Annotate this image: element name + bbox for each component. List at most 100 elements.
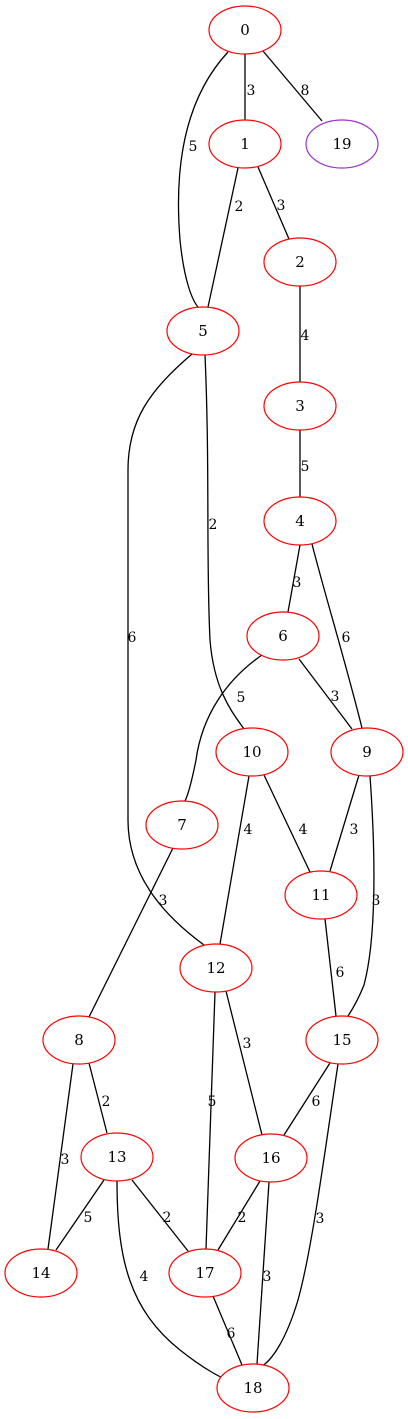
edge-weight-label: 5 <box>237 690 246 706</box>
edge-weight-label: 2 <box>209 517 218 533</box>
edge-line-4-6 <box>287 544 301 613</box>
edge-15-16: 6 <box>283 1062 331 1136</box>
node-label: 13 <box>107 1148 126 1166</box>
node-13: 13 <box>80 1132 154 1182</box>
edge-weight-label: 3 <box>263 1269 272 1285</box>
node-15: 15 <box>305 1015 379 1065</box>
node-ellipse <box>263 496 337 546</box>
edge-6-9: 3 <box>298 658 353 730</box>
edge-8-13: 2 <box>88 1062 110 1134</box>
edge-weight-label: 3 <box>331 689 340 705</box>
node-8: 8 <box>42 1015 116 1065</box>
node-ellipse <box>246 611 320 661</box>
edge-5-10: 2 <box>204 354 245 730</box>
node-ellipse <box>263 237 337 287</box>
edge-weight-label: 4 <box>140 1269 149 1285</box>
edge-line-16-18 <box>256 1181 270 1365</box>
node-3: 3 <box>263 381 337 431</box>
edge-9-11: 3 <box>329 774 360 872</box>
edge-weight-label: 2 <box>238 1210 247 1226</box>
edge-13-18: 4 <box>116 1180 234 1384</box>
node-label: 2 <box>295 253 305 271</box>
edge-line-12-17 <box>205 991 216 1250</box>
edge-7-8: 3 <box>88 847 174 1018</box>
node-10: 10 <box>215 727 289 777</box>
node-ellipse <box>263 381 337 431</box>
edge-weight-label: 6 <box>336 965 345 981</box>
node-1: 1 <box>208 119 282 169</box>
node-ellipse <box>80 1132 154 1182</box>
edge-8-14: 3 <box>47 1063 74 1250</box>
edge-weight-label: 3 <box>293 575 302 591</box>
node-ellipse <box>166 306 240 356</box>
edge-17-18: 6 <box>212 1295 243 1366</box>
edge-line-5-10 <box>204 354 245 730</box>
edge-line-6-7 <box>184 654 263 802</box>
node-4: 4 <box>263 496 337 546</box>
edge-line-13-17 <box>131 1179 189 1252</box>
edge-0-1: 3 <box>244 54 256 120</box>
node-ellipse <box>208 119 282 169</box>
node-0: 0 <box>208 5 282 55</box>
node-label: 11 <box>311 886 330 904</box>
edge-weight-label: 5 <box>301 459 310 475</box>
edge-line-6-9 <box>298 658 353 730</box>
edge-line-13-14 <box>55 1179 105 1251</box>
edge-weight-label: 3 <box>243 1036 252 1052</box>
node-6: 6 <box>246 611 320 661</box>
node-label: 5 <box>198 322 208 340</box>
edge-0-5: 5 <box>177 51 229 308</box>
edge-0-19: 8 <box>262 50 323 122</box>
edge-13-14: 5 <box>55 1179 105 1251</box>
edge-2-3: 4 <box>299 286 310 382</box>
edge-line-10-11 <box>263 774 311 873</box>
edge-weight-label: 5 <box>208 1094 217 1110</box>
edge-weight-label: 6 <box>342 630 351 646</box>
node-label: 8 <box>74 1031 84 1049</box>
node-ellipse <box>305 1015 379 1065</box>
edge-weight-label: 3 <box>159 893 168 909</box>
edge-line-15-18 <box>261 1063 339 1367</box>
node-label: 17 <box>195 1264 214 1282</box>
node-5: 5 <box>166 306 240 356</box>
node-16: 16 <box>234 1133 308 1183</box>
node-12: 12 <box>179 943 253 993</box>
edge-line-10-12 <box>219 775 250 945</box>
edge-10-11: 4 <box>263 774 311 873</box>
node-7: 7 <box>145 800 219 850</box>
edge-line-7-8 <box>88 847 174 1018</box>
edge-line-8-14 <box>47 1063 74 1250</box>
edge-weight-label: 5 <box>189 139 198 155</box>
node-label: 14 <box>31 1264 50 1282</box>
node-ellipse <box>42 1015 116 1065</box>
node-ellipse <box>208 5 282 55</box>
node-ellipse <box>145 800 219 850</box>
edge-1-2: 3 <box>257 166 290 240</box>
edge-weight-label: 3 <box>247 83 256 99</box>
node-9: 9 <box>330 727 404 777</box>
edge-16-17: 2 <box>217 1180 261 1251</box>
node-ellipse <box>215 727 289 777</box>
edge-weight-label: 2 <box>163 1210 172 1226</box>
edge-weight-label: 3 <box>61 1152 70 1168</box>
edge-6-7: 5 <box>184 654 263 802</box>
node-17: 17 <box>168 1248 242 1298</box>
edge-weight-label: 6 <box>312 1094 321 1110</box>
node-label: 7 <box>177 816 187 834</box>
edge-line-11-15 <box>324 918 337 1017</box>
edge-1-5: 2 <box>207 167 243 308</box>
node-ellipse <box>305 119 379 169</box>
node-label: 12 <box>206 959 225 977</box>
edge-15-18: 3 <box>261 1063 339 1367</box>
edge-weight-label: 4 <box>301 328 310 344</box>
node-label: 6 <box>278 627 288 645</box>
edge-weight-label: 6 <box>227 1326 236 1342</box>
edge-weight-label: 3 <box>372 893 381 909</box>
node-label: 0 <box>240 21 250 39</box>
edge-line-17-18 <box>212 1295 243 1366</box>
node-label: 1 <box>240 135 250 153</box>
edge-weight-label: 8 <box>301 83 310 99</box>
